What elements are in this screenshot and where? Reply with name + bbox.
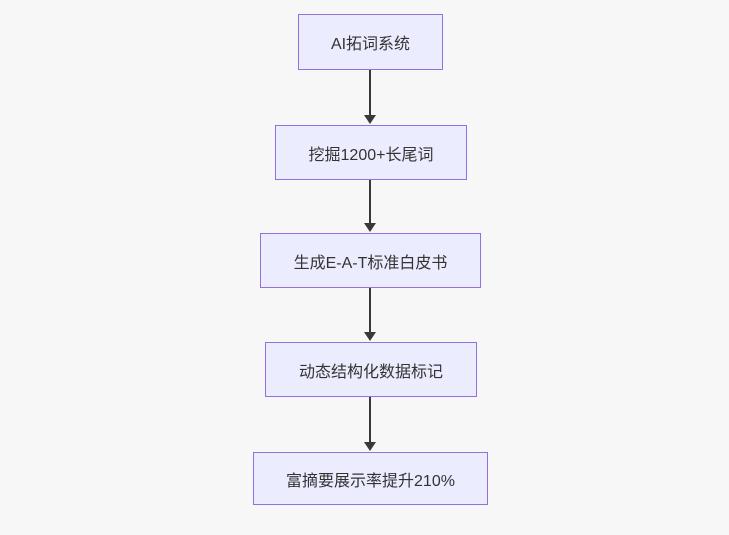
flow-node-mine-longtail-keywords: 挖掘1200+长尾词	[275, 125, 467, 180]
flow-node-label: AI拓词系统	[330, 36, 411, 53]
flow-node-label: 生成E-A-T标准白皮书	[293, 254, 448, 272]
flow-arrow-3	[369, 288, 371, 333]
flow-arrow-1	[369, 70, 371, 116]
flow-arrow-4	[369, 397, 371, 443]
flow-node-label: 富摘要展示率提升210%	[286, 472, 455, 490]
flow-node-rich-snippet-rate-increase: 富摘要展示率提升210%	[253, 452, 488, 505]
flow-node-ai-word-expansion-system: AI拓词系统	[298, 14, 443, 70]
flow-node-dynamic-structured-data-markup: 动态结构化数据标记	[265, 342, 477, 397]
flow-node-label: 挖掘1200+长尾词	[308, 146, 434, 164]
flow-node-generate-eat-whitepaper: 生成E-A-T标准白皮书	[260, 233, 481, 288]
flow-arrow-2	[369, 180, 371, 224]
flow-node-label: 动态结构化数据标记	[298, 363, 443, 381]
